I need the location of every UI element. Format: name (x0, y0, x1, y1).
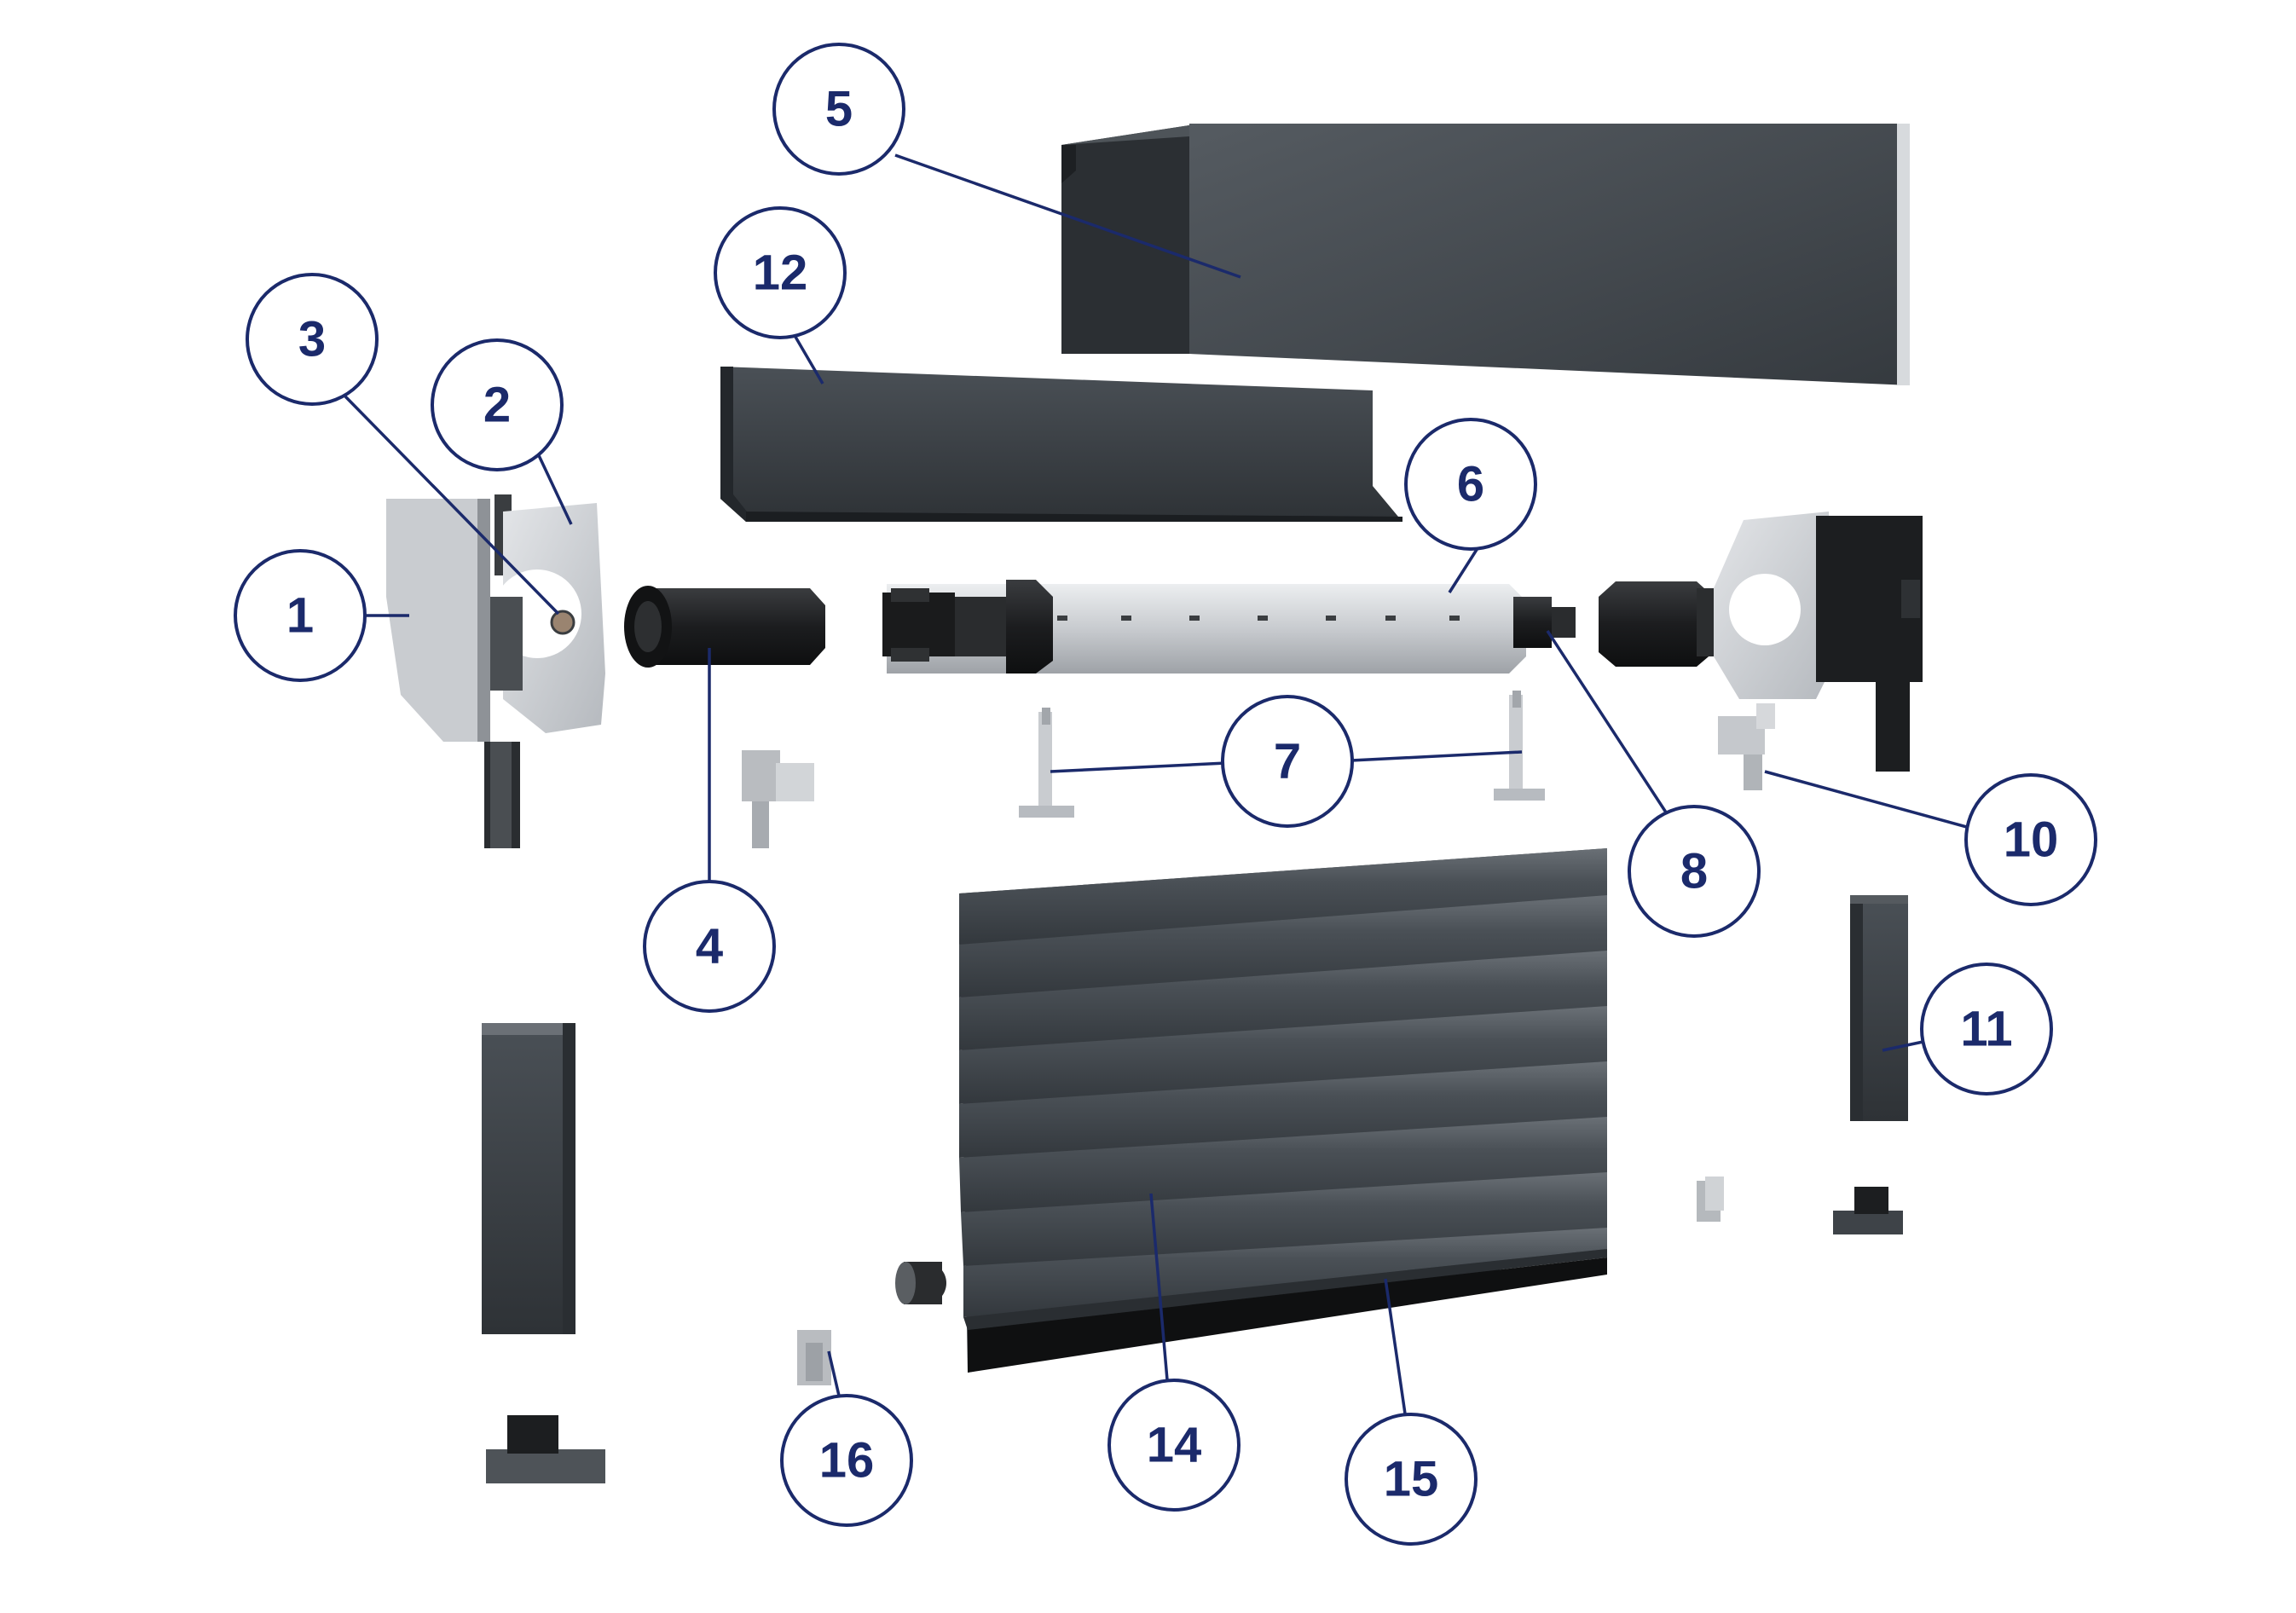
callout-1-label: 1 (286, 588, 314, 644)
leader-6 (1448, 545, 1481, 593)
leader-3 (344, 395, 560, 616)
hanger-clip-right-part (1494, 691, 1545, 801)
callout-5: 5 (772, 43, 905, 176)
shutter-curtain-part (959, 848, 1607, 1373)
box-cover-top-part (1061, 124, 1910, 385)
callout-6-label: 6 (1457, 457, 1484, 512)
leader-10 (1764, 770, 1983, 833)
right-end-cap-part (1714, 512, 1923, 772)
box-cover-front-part (720, 367, 1402, 522)
callout-8: 8 (1628, 805, 1761, 938)
leader-5 (894, 153, 1241, 279)
hanger-clip-left-part (1019, 708, 1074, 818)
callout-4-label: 4 (696, 919, 723, 974)
callout-2-label: 2 (483, 378, 511, 433)
callout-10-label: 10 (2004, 812, 2059, 868)
callout-2: 2 (431, 338, 564, 471)
callout-14: 14 (1108, 1379, 1241, 1512)
leader-2 (535, 451, 573, 525)
callout-12-label: 12 (753, 246, 808, 301)
left-mounting-plate-part (490, 503, 605, 733)
rubber-stop-part (895, 1262, 946, 1304)
leader-15 (1384, 1278, 1408, 1426)
left-small-clip-part (742, 750, 814, 848)
lock-clip-part (797, 1330, 831, 1385)
callout-4: 4 (643, 880, 776, 1013)
roller-tube-part (882, 580, 1526, 674)
callout-12: 12 (714, 206, 847, 339)
callouts: 1 2 3 4 5 6 7 8 (234, 43, 2097, 1546)
callout-3: 3 (246, 273, 379, 406)
coupler-part (1513, 597, 1576, 648)
leader-7b (1350, 750, 1523, 762)
leader-lines (344, 153, 1983, 1426)
callout-6: 6 (1404, 418, 1537, 551)
callout-16: 16 (780, 1394, 913, 1527)
callout-3-label: 3 (298, 312, 326, 367)
callout-1: 1 (234, 549, 367, 682)
leader-12 (791, 332, 824, 384)
callout-11-label: 11 (1960, 1002, 2012, 1057)
callout-8-label: 8 (1680, 844, 1708, 899)
callout-11: 11 (1920, 963, 2053, 1096)
end-plug-small-part (1697, 1177, 1724, 1222)
leader-7a (1050, 761, 1227, 773)
end-adapter-left-part (624, 586, 825, 668)
callout-7: 7 (1221, 695, 1354, 828)
callout-10: 10 (1964, 773, 2097, 906)
guide-rail-left-part (482, 1023, 575, 1334)
left-end-cap-part (386, 494, 520, 848)
leader-8 (1546, 630, 1673, 821)
callout-15-label: 15 (1384, 1452, 1439, 1507)
bottom-stop-right-part (1833, 1187, 1903, 1234)
leader-14 (1149, 1193, 1170, 1390)
callout-14-label: 14 (1147, 1418, 1202, 1473)
slats (959, 848, 1607, 1317)
callout-15: 15 (1345, 1413, 1478, 1546)
callout-5-label: 5 (825, 82, 853, 137)
right-small-clip-part (1718, 703, 1775, 790)
callout-16-label: 16 (819, 1433, 875, 1489)
guide-rail-right-part (1850, 895, 1908, 1121)
callout-7-label: 7 (1274, 734, 1301, 789)
bottom-stop-left-part (486, 1415, 605, 1483)
